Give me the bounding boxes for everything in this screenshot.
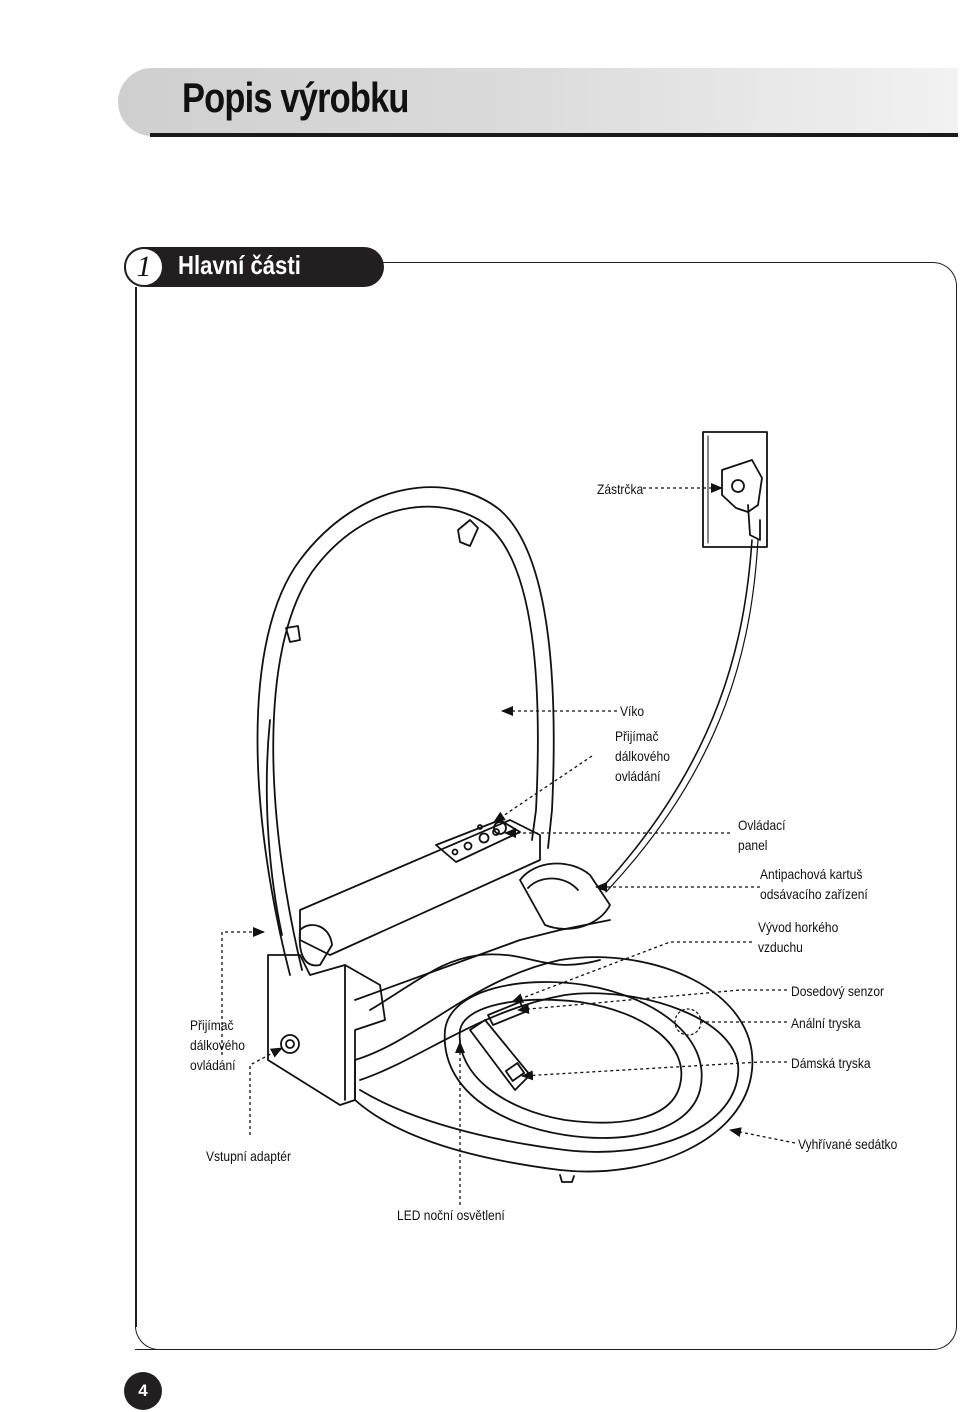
leader-lines [221,483,796,1205]
title-rule [150,133,958,137]
label-lady-nozzle: Dámská tryska [791,1055,871,1071]
power-cord [599,539,753,891]
page-title: Popis výrobku [182,74,409,121]
label-seat-sensor: Dosedový senzor [791,983,885,999]
seat-opening [444,981,703,1139]
label-remote-receiver-left: Přijímač dálkového ovládání [190,1017,245,1073]
label-heated-seat: Vyhřívané sedátko [798,1136,898,1152]
seat-ring [354,956,754,1173]
label-deodorizer-cartridge: Antipachová kartuš odsávacího zařízení [760,866,868,902]
section-title: Hlavní části [178,250,301,280]
section-number: 1 [124,247,164,287]
label-hot-air-outlet: Vývod horkého vzduchu [758,919,839,955]
title-banner [118,68,958,136]
label-lid: Víko [620,703,645,719]
content-frame-left-edge [135,287,137,1327]
label-remote-receiver-top: Přijímač dálkového ovládání [615,728,670,784]
side-housing [267,954,386,1106]
wall-socket-drawing [702,431,768,548]
label-anal-nozzle: Anální tryska [791,1015,861,1031]
page-number: 4 [124,1372,162,1410]
content-frame [135,262,957,1350]
lid-outline [256,486,555,976]
label-control-panel: Ovládací panel [738,817,786,853]
section-header [124,247,384,287]
label-led-night-light: LED noční osvětlení [397,1207,505,1223]
label-input-adapter: Vstupní adaptér [206,1148,292,1164]
label-plug: Zástrčka [597,481,644,497]
